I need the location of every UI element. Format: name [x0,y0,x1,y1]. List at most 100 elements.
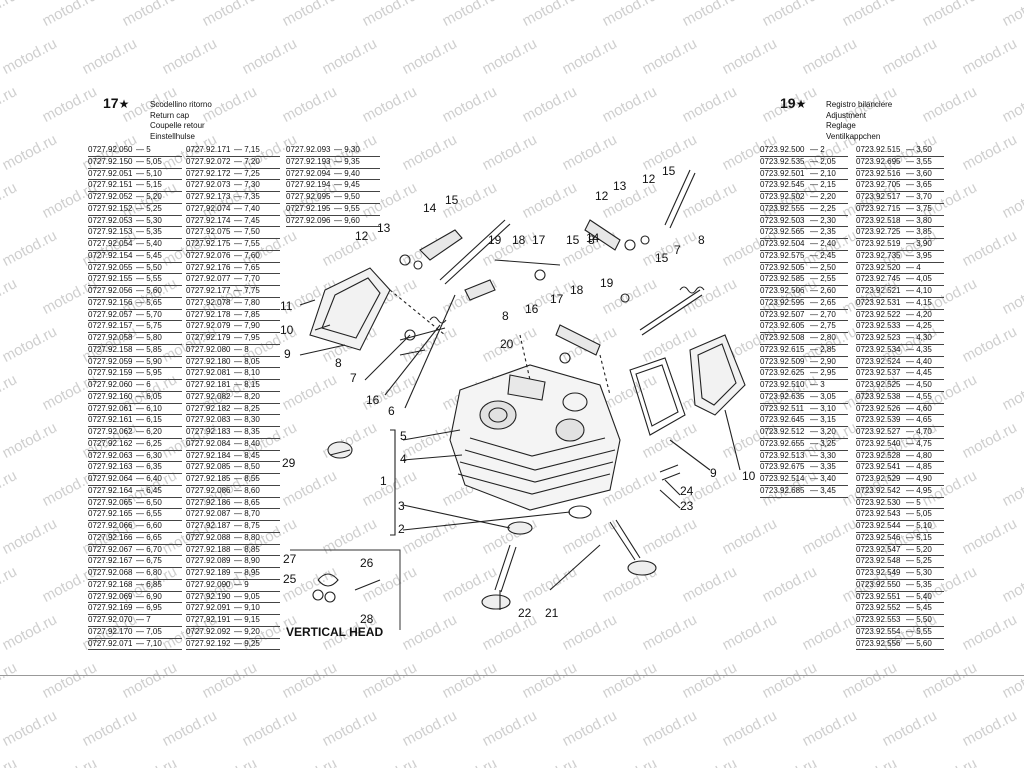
part-size: — 5,80 [136,333,162,342]
table-row: 0723.92.503— 2,30 [760,216,848,228]
watermark-text: motod.ru [959,227,1020,270]
part-size: — 6,20 [136,427,162,436]
group-17-number: 17★ [103,95,129,111]
part-size: — 7,45 [234,215,260,225]
part-code: 0723.92.565 [760,227,805,237]
watermark-text: motod.ru [599,83,660,126]
watermark-text: motod.ru [839,0,900,30]
callout-14b: 14 [586,231,600,245]
part-size: — 4,65 [906,415,932,425]
part-size: — 3,50 [906,145,932,154]
group-19-name-it: Registro bilanciere [826,100,893,109]
watermark-text: motod.ru [839,659,900,702]
part-size: — 7,70 [234,274,260,284]
watermark-text: motod.ru [679,755,739,768]
part-size: — 2,45 [810,250,836,260]
part-code: 0727.92.079 [186,321,231,331]
star-icon: ★ [118,97,130,111]
table-row: 0727.92.162— 6,25 [88,439,182,451]
part-code: 0727.92.172 [186,168,231,178]
part-code: 0723.92.575 [760,250,805,260]
table-row: 0727.92.067— 6,70 [88,545,182,557]
table-row: 0723.92.525— 4,50 [856,380,944,392]
watermark-text: motod.ru [399,707,460,750]
part-code: 0723.92.540 [856,438,901,448]
table-row: 0723.92.551— 5,40 [856,592,944,604]
part-code: 0723.92.545 [760,180,805,190]
part-size: — 7,60 [234,250,260,260]
part-code: 0727.92.191 [186,615,231,624]
part-code: 0727.92.151 [88,180,133,190]
part-size: — 2,75 [810,321,836,331]
part-size: — 3,55 [906,156,932,166]
watermark-text: motod.ru [879,707,940,750]
part-code: 0723.92.595 [760,297,805,307]
part-code: 0723.92.605 [760,321,805,331]
part-code: 0727.92.077 [186,274,231,284]
watermark-text: motod.ru [599,0,660,30]
watermark-text: motod.ru [999,0,1024,30]
part-size: — 8,60 [234,485,260,495]
table-row: 0723.92.521— 4,10 [856,286,944,298]
table-row: 0727.92.092— 9,20 [186,627,280,639]
part-size: — 6,85 [136,579,162,589]
part-code: 0727.92.189 [186,568,231,577]
callout-13b: 13 [613,179,627,193]
part-size: — 7,35 [234,192,260,201]
part-code: 0723.92.735 [856,250,901,260]
part-size: — 6,75 [136,556,162,566]
table-row: 0727.92.089— 8,90 [186,556,280,568]
table-row: 0723.92.526— 4,60 [856,404,944,416]
table-row: 0727.92.070— 7 [88,615,182,627]
table-row: 0723.92.554— 5,55 [856,627,944,639]
part-size: — 5,70 [136,309,162,319]
table-row: 0723.92.502— 2,20 [760,192,848,204]
callout-19b: 19 [600,276,614,290]
table-row: 0727.92.095— 9,50 [286,192,380,204]
watermark-text: motod.ru [839,755,899,768]
part-size: — 6,35 [136,462,162,472]
watermark-text: motod.ru [199,755,259,768]
part-code: 0727.92.159 [88,368,133,378]
part-code: 0723.92.520 [856,262,901,272]
table-row: 0727.92.158— 5,85 [88,345,182,357]
part-size: — 5,50 [136,262,162,272]
part-code: 0727.92.092 [186,626,231,636]
watermark-text: motod.ru [0,0,20,30]
part-code: 0727.92.068 [88,568,133,577]
part-code: 0727.92.081 [186,368,231,378]
table-row: 0723.92.501— 2,10 [760,169,848,181]
part-code: 0727.92.188 [186,544,231,554]
watermark-text: motod.ru [0,371,20,414]
part-code: 0727.92.084 [186,438,231,448]
watermark-text: motod.ru [359,83,420,126]
part-code: 0727.92.088 [186,532,231,542]
part-code: 0723.92.526 [856,403,901,413]
callout-17b: 17 [550,292,564,306]
part-code: 0723.92.543 [856,509,901,519]
part-code: 0723.92.514 [760,474,805,483]
table-row: 0727.92.063— 6,30 [88,451,182,463]
part-code: 0727.92.150 [88,156,133,166]
part-code: 0723.92.522 [856,309,901,319]
table-row: 0723.92.518— 3,80 [856,216,944,228]
part-size: — 6,05 [136,391,162,401]
part-code: 0723.92.542 [856,485,901,495]
part-size: — 7,25 [234,168,260,178]
callout-18: 18 [512,233,526,247]
part-size: — 3,95 [906,250,932,260]
part-size: — 5,15 [906,532,932,542]
table-row: 0727.92.082— 8,20 [186,392,280,404]
part-code: 0727.92.154 [88,250,133,260]
part-size: — 9 [234,579,249,589]
part-code: 0723.92.645 [760,415,805,425]
watermark-text: motod.ru [439,83,500,126]
table-row: 0727.92.195— 9,55 [286,204,380,216]
table-row: 0723.92.725— 3,85 [856,227,944,239]
part-code: 0727.92.160 [88,391,133,401]
part-size: — 3,85 [906,227,932,237]
table-row: 0727.92.056— 5,60 [88,286,182,298]
part-size: — 7,80 [234,297,260,307]
table-row: 0727.92.071— 7,10 [88,639,182,651]
